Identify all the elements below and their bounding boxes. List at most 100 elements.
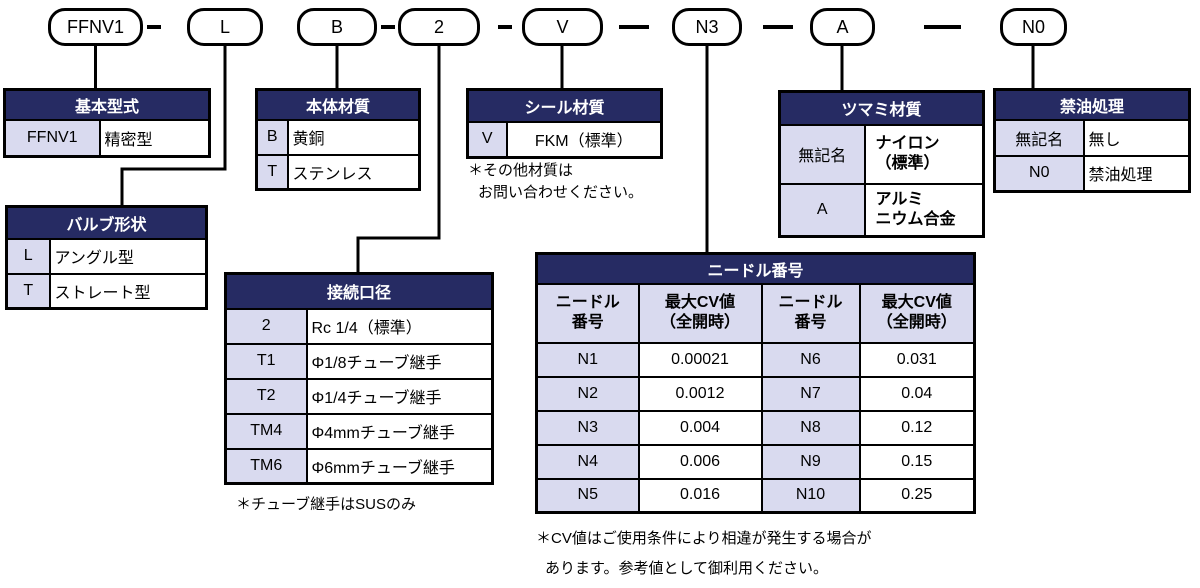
key-cell: N9 (760, 443, 861, 480)
key-cell: TM4 (224, 412, 308, 450)
value-cell: Φ1/4チューブ継手 (305, 377, 494, 415)
basic-model-table: 基本型式 FFNV1 精密型 (3, 88, 212, 158)
value-cell: 0.15 (858, 443, 976, 480)
table-row: TM6 Φ6mmチューブ継手 (224, 447, 494, 485)
value-cell: Φ4mmチューブ継手 (305, 412, 494, 450)
key-cell: T (5, 272, 51, 310)
key-cell: A (778, 182, 866, 238)
table-header-row: 接続口径 (224, 272, 494, 310)
code-bubble-label: L (219, 16, 230, 37)
key-cell: B (255, 118, 289, 156)
key-cell: 無記名 (993, 118, 1085, 157)
knob-material-table: ツマミ材質 無記名 ナイロン （標準） A アルミ ニウム合金 (778, 90, 986, 238)
value-cell: ステンレス (286, 153, 421, 191)
table-row: N0 禁油処理 (993, 154, 1191, 193)
table-row: 無記名 ナイロン （標準） (778, 123, 985, 185)
needle-number-table: ニードル番号 ニードル 番号 最大CV値 （全開時） ニードル 番号 最大CV値… (535, 252, 977, 514)
key-cell: T (255, 153, 289, 191)
table-row: 2 Rc 1/4（標準） (224, 307, 494, 345)
table-row: T1 Φ1/8チューブ継手 (224, 342, 494, 380)
column-header: 最大CV値 （全開時） (858, 282, 976, 344)
code-bubble-v: V (522, 8, 603, 46)
cv-note: ＊CV値はご使用条件により相違が発生する場合が あります。参考値として御利用くだ… (536, 524, 872, 584)
table-row: 無記名 無し (993, 118, 1191, 157)
table-row: N1 0.00021 N6 0.031 (535, 341, 976, 378)
key-cell: FFNV1 (3, 118, 101, 158)
key-cell: V (466, 120, 508, 159)
note-line: あります。参考値として御利用ください。 (545, 560, 829, 577)
value-cell: 0.04 (858, 375, 976, 412)
table-title: 禁油処理 (993, 88, 1191, 121)
value-cell: ナイロン （標準） (863, 123, 985, 185)
port-size-table: 接続口径 2 Rc 1/4（標準） T1 Φ1/8チューブ継手 T2 Φ1/4チ… (224, 272, 495, 485)
code-bubble-l: L (187, 8, 263, 46)
table-subheader-row: ニードル 番号 最大CV値 （全開時） ニードル 番号 最大CV値 （全開時） (535, 282, 976, 344)
table-row: N3 0.004 N8 0.12 (535, 409, 976, 446)
table-title: 本体材質 (255, 88, 421, 121)
port-size-note: ＊チューブ継手はSUSのみ (236, 494, 416, 516)
key-cell: N1 (535, 341, 640, 378)
key-cell: N0 (993, 154, 1085, 193)
table-row: N5 0.016 N10 0.25 (535, 477, 976, 514)
code-bubble-ffnv1: FFNV1 (48, 8, 143, 46)
code-bubble-label: B (330, 16, 343, 37)
table-row: V FKM（標準） (466, 120, 663, 159)
value-cell: アルミ ニウム合金 (863, 182, 985, 238)
table-row: T ストレート型 (5, 272, 208, 310)
table-row: FFNV1 精密型 (3, 118, 211, 158)
table-title: バルブ形状 (5, 205, 208, 240)
value-cell: Φ1/8チューブ継手 (305, 342, 494, 380)
table-title: ツマミ材質 (778, 90, 985, 126)
key-cell: N5 (535, 477, 640, 514)
table-header-row: 基本型式 (3, 88, 211, 121)
table-header-row: シール材質 (466, 88, 663, 123)
table-title: ニードル番号 (535, 252, 976, 285)
key-cell: N3 (535, 409, 640, 446)
code-bubble-a: A (810, 8, 875, 46)
value-cell: ストレート型 (48, 272, 208, 310)
table-row: T2 Φ1/4チューブ継手 (224, 377, 494, 415)
code-bubble-label: N0 (1021, 16, 1045, 37)
key-cell: N2 (535, 375, 640, 412)
note-line: ＊チューブ継手はSUSのみ (236, 496, 416, 513)
seal-material-note: ＊その他材質は お問い合わせください。 (468, 160, 643, 204)
key-cell: 2 (224, 307, 308, 345)
code-bubble-b: B (297, 8, 377, 46)
table-title: シール材質 (466, 88, 663, 123)
body-material-table: 本体材質 B 黄銅 T ステンレス (255, 88, 422, 191)
table-row: N2 0.0012 N7 0.04 (535, 375, 976, 412)
value-cell: 0.00021 (637, 341, 763, 378)
value-cell: 0.031 (858, 341, 976, 378)
valve-shape-table: バルブ形状 L アングル型 T ストレート型 (5, 205, 209, 310)
table-row: B 黄銅 (255, 118, 421, 156)
key-cell: N7 (760, 375, 861, 412)
code-bubble-n0: N0 (1000, 8, 1067, 46)
column-header: ニードル 番号 (760, 282, 861, 344)
column-header: 最大CV値 （全開時） (637, 282, 763, 344)
key-cell: 無記名 (778, 123, 866, 185)
wire-valve-shape (120, 46, 227, 206)
value-cell: 0.0012 (637, 375, 763, 412)
table-header-row: ニードル番号 (535, 252, 976, 285)
code-bubble-label: A (836, 16, 849, 37)
note-line: お問い合わせください。 (478, 183, 644, 201)
value-cell: 0.004 (637, 409, 763, 446)
table-title: 基本型式 (3, 88, 211, 121)
value-cell: 黄銅 (286, 118, 421, 156)
table-header-row: バルブ形状 (5, 205, 208, 240)
key-cell: N6 (760, 341, 861, 378)
code-bubble-label: FFNV1 (66, 16, 124, 37)
key-cell: T2 (224, 377, 308, 415)
value-cell: アングル型 (48, 237, 208, 275)
table-row: N4 0.006 N9 0.15 (535, 443, 976, 480)
value-cell: 禁油処理 (1082, 154, 1191, 193)
key-cell: TM6 (224, 447, 308, 485)
table-row: T ステンレス (255, 153, 421, 191)
table-row: L アングル型 (5, 237, 208, 275)
value-cell: 0.25 (858, 477, 976, 514)
code-bubble-label: N3 (695, 16, 719, 37)
wire-port-size (356, 46, 441, 273)
value-cell: Rc 1/4（標準） (305, 307, 494, 345)
